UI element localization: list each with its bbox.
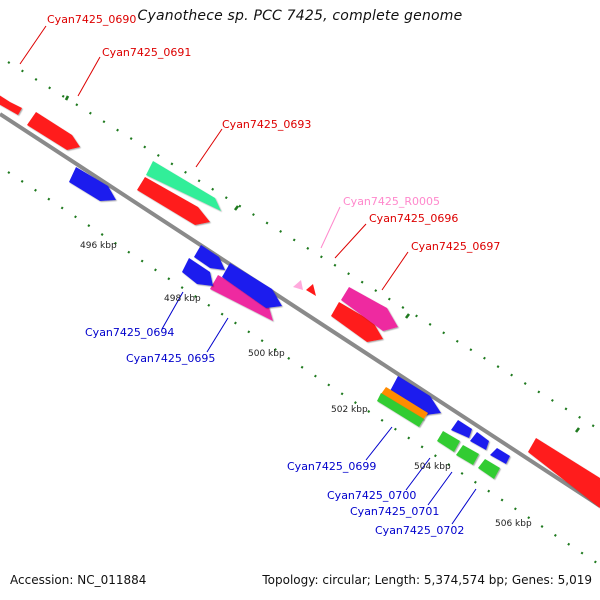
gene-arrow-green-c[interactable] <box>478 459 500 479</box>
gene-arrow-right-red[interactable] <box>528 438 600 508</box>
gene-arrow-blue-left[interactable] <box>69 167 116 201</box>
leader-line <box>320 206 341 249</box>
leader-line <box>161 291 184 330</box>
gene-arrow-cyan7425-0695[interactable] <box>210 275 273 321</box>
gene-label-cyan7425-0693[interactable]: Cyan7425_0693 <box>222 118 311 131</box>
gene-arrow-cyan7425-0697[interactable] <box>341 287 398 331</box>
gene-label-cyan7425-0690[interactable]: Cyan7425_0690 <box>47 13 136 26</box>
gene-arrow-rna-r0005[interactable] <box>293 280 303 290</box>
major-tick <box>404 313 411 319</box>
gene-arrow-red-small[interactable] <box>306 284 316 296</box>
gene-arrow-blue-upper[interactable] <box>194 245 225 270</box>
gene-arrow-cyan7425-0690[interactable] <box>0 93 22 115</box>
position-label: 506 kbp <box>495 519 532 529</box>
major-tick <box>233 205 240 211</box>
inner-tick-track <box>7 171 600 566</box>
major-tick <box>574 427 581 433</box>
gene-label-cyan7425-0696[interactable]: Cyan7425_0696 <box>369 212 458 225</box>
leader-line <box>19 25 47 65</box>
leader-line <box>427 471 453 506</box>
gene-label-cyan7425-0700[interactable]: Cyan7425_0700 <box>327 489 416 502</box>
position-label: 496 kbp <box>80 241 117 251</box>
gene-label-cyan7425-0697[interactable]: Cyan7425_0697 <box>411 240 500 253</box>
leader-line <box>77 56 101 97</box>
leader-line <box>381 251 409 291</box>
position-label: 504 kbp <box>414 462 451 472</box>
leader-line <box>206 317 229 353</box>
genome-backbone <box>0 112 600 508</box>
gene-label-cyan7425-0702[interactable]: Cyan7425_0702 <box>375 524 464 537</box>
gene-arrow-blue-502[interactable] <box>390 376 441 415</box>
position-label: 502 kbp <box>331 405 368 415</box>
gene-arrow-cyan7425-0694[interactable] <box>182 258 213 286</box>
gene-label-cyan7425-0695[interactable]: Cyan7425_0695 <box>126 352 215 365</box>
accession-label: Accession: NC_011884 <box>10 573 147 587</box>
gene-label-cyan7425-0701[interactable]: Cyan7425_0701 <box>350 505 439 518</box>
leader-line <box>365 426 393 461</box>
position-label: 500 kbp <box>248 349 285 359</box>
gene-arrow-blue-long[interactable] <box>222 263 282 308</box>
leader-line <box>195 128 223 168</box>
gene-arrow-cyan7425-0701[interactable] <box>470 432 489 450</box>
leader-line <box>334 223 367 259</box>
gene-label-cyan7425-0694[interactable]: Cyan7425_0694 <box>85 326 174 339</box>
gene-arrow-cyan7425-0696[interactable] <box>331 302 383 342</box>
gene-label-cyan7425-0691[interactable]: Cyan7425_0691 <box>102 46 191 59</box>
genome-summary: Topology: circular; Length: 5,374,574 bp… <box>262 573 592 587</box>
genome-title: Cyanothece sp. PCC 7425, complete genome <box>137 8 463 24</box>
leader-line <box>451 488 477 525</box>
gene-arrow-cyan7425-0693-teal[interactable] <box>146 161 221 211</box>
gene-arrow-cyan7425-0691[interactable] <box>27 112 80 150</box>
gene-label-cyan7425-0699[interactable]: Cyan7425_0699 <box>287 460 376 473</box>
gene-arrow-green-b[interactable] <box>456 445 479 465</box>
gene-arrow-cyan7425-0693[interactable] <box>137 177 210 225</box>
gene-arrow-cyan7425-0702[interactable] <box>490 448 510 464</box>
gene-arrow-green-long[interactable] <box>377 393 424 427</box>
gene-arrow-green-a[interactable] <box>437 431 460 452</box>
gene-arrow-cyan7425-0699[interactable] <box>381 387 428 420</box>
gene-label-cyan7425-r0005[interactable]: Cyan7425_R0005 <box>343 195 440 208</box>
leader-line <box>405 457 431 491</box>
position-label: 498 kbp <box>164 294 201 304</box>
major-tick <box>64 95 70 101</box>
gene-arrow-cyan7425-0700[interactable] <box>451 420 472 438</box>
